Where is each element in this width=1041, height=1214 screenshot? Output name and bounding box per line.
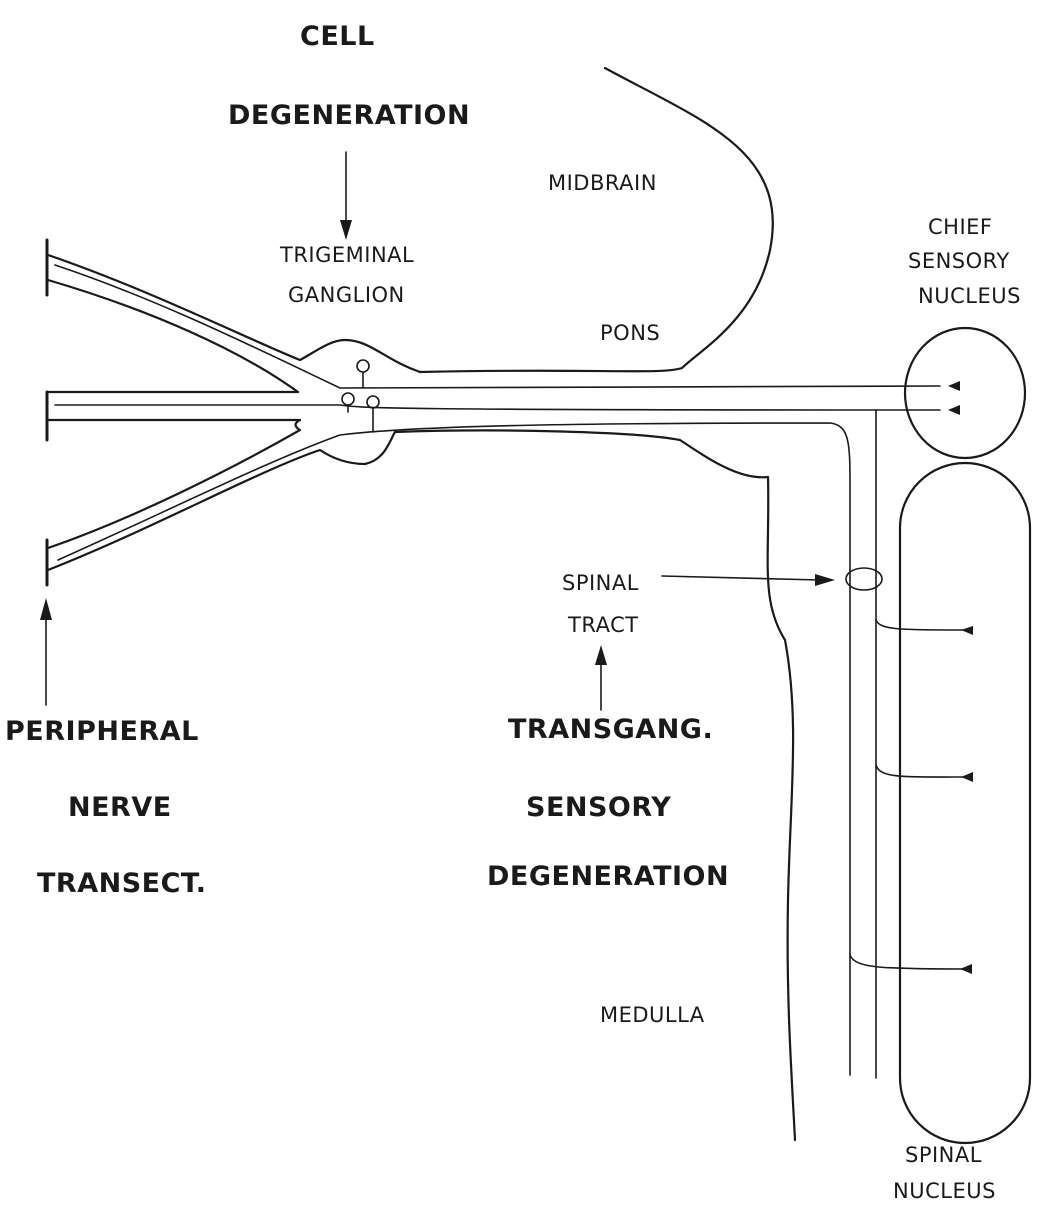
label-spinal-nucleus-2: NUCLEUS	[893, 1179, 996, 1203]
label-sensory: SENSORY	[908, 249, 1010, 273]
chief-sensory-nucleus	[905, 328, 1025, 458]
label-ganglion: GANGLION	[288, 283, 405, 307]
collateral-2	[876, 765, 965, 777]
label-spinal-tract-2: TRACT	[567, 613, 639, 637]
label-sensory-deg: SENSORY	[526, 792, 671, 823]
upper-branch-lower-edge	[48, 280, 298, 392]
lower-branch-upper-edge	[48, 420, 300, 548]
label-pons: PONS	[600, 321, 660, 345]
label-spinal-nucleus-1: SPINAL	[905, 1143, 982, 1167]
label-midbrain: MIDBRAIN	[548, 171, 657, 195]
spinal-tract-arrow	[662, 576, 820, 580]
midbrain-pons-outline	[420, 68, 773, 372]
collateral-1	[876, 620, 965, 630]
label-degeneration-top: DEGENERATION	[228, 100, 470, 131]
label-trigeminal: TRIGEMINAL	[279, 243, 414, 267]
label-cell: CELL	[300, 21, 375, 52]
fiber-lower	[58, 423, 850, 1075]
collateral-3	[850, 955, 965, 969]
ganglion-cell-2	[342, 393, 354, 405]
fiber-middle	[55, 405, 940, 410]
label-nerve: NERVE	[68, 792, 172, 823]
label-medulla: MEDULLA	[600, 1003, 705, 1027]
label-transgang: TRANSGANG.	[508, 714, 713, 745]
label-spinal-tract-1: SPINAL	[562, 571, 639, 595]
label-nucleus-chief: NUCLEUS	[918, 284, 1021, 308]
ganglion-cell-1	[357, 360, 369, 372]
label-peripheral: PERIPHERAL	[5, 716, 199, 747]
nerve-upper-edge	[48, 255, 420, 372]
spinal-nucleus	[900, 463, 1030, 1143]
label-degeneration-bottom: DEGENERATION	[487, 861, 729, 892]
label-transect: TRANSECT.	[37, 868, 206, 899]
fiber-upper	[55, 265, 940, 388]
medulla-outline	[395, 430, 795, 1140]
label-chief: CHIEF	[928, 215, 993, 239]
lower-branch-lower-edge	[48, 432, 395, 570]
ganglion-cell-3	[367, 396, 379, 408]
